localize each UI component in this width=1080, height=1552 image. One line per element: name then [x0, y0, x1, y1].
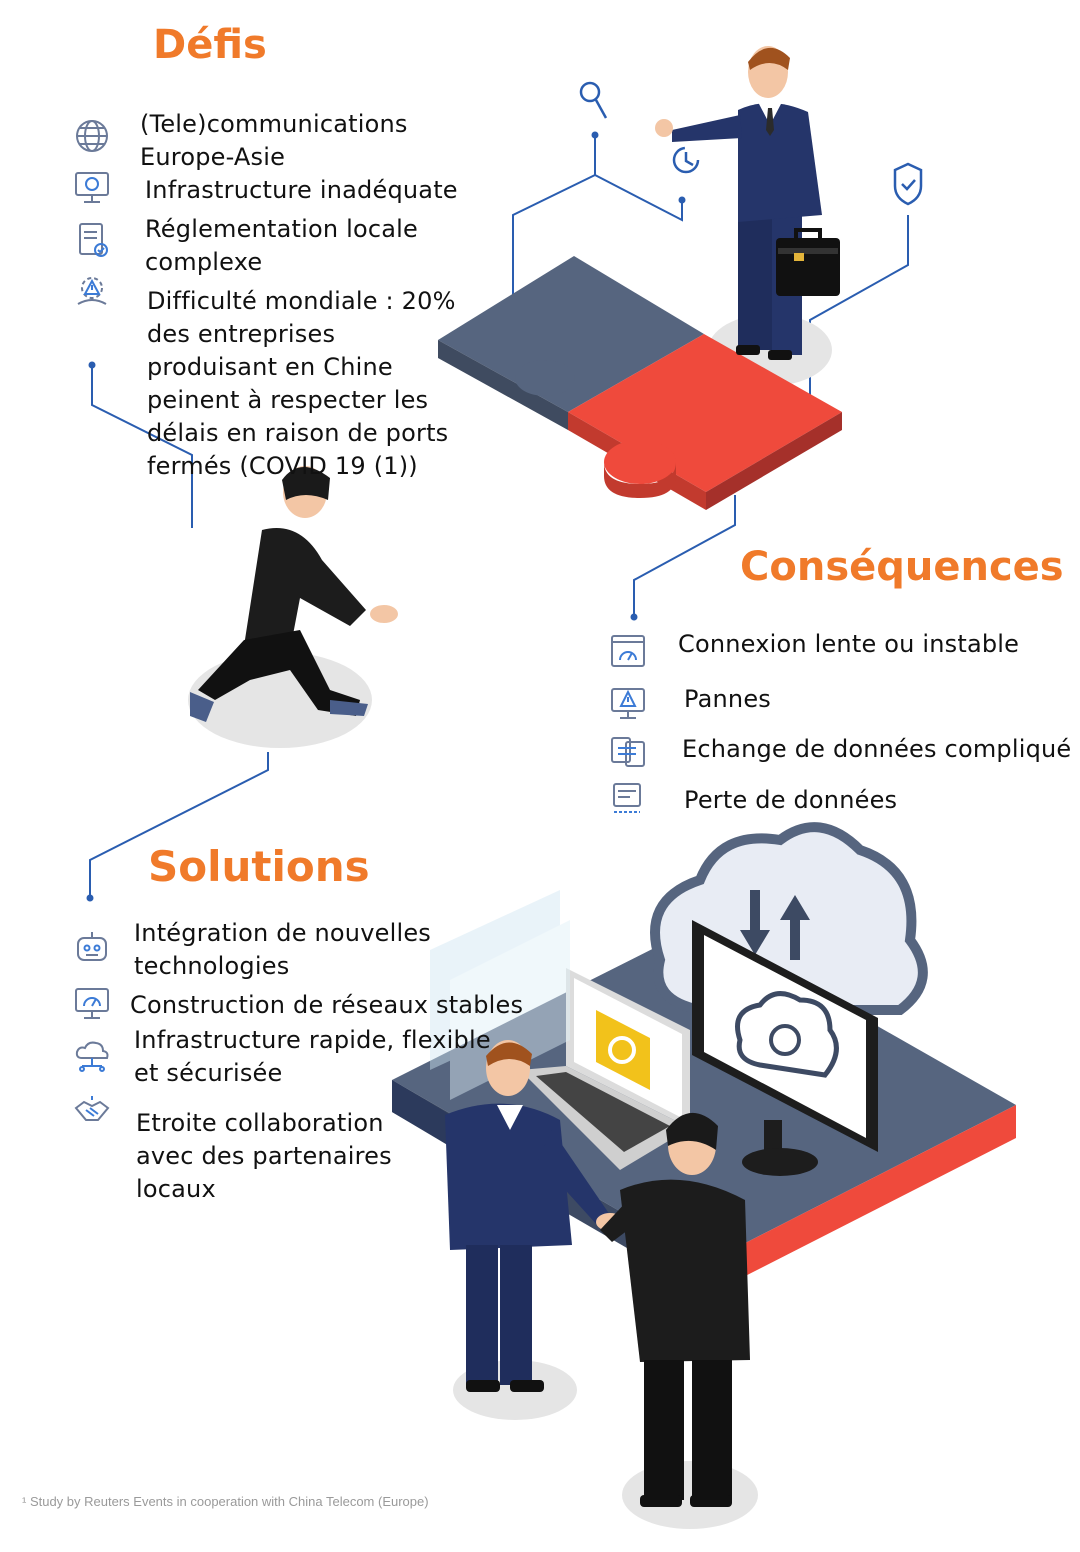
consequences-item-2: Pannes [684, 685, 771, 713]
defis-title: Défis [153, 22, 267, 68]
solutions-item-4: Etroite collaboration avec des partenair… [136, 1109, 392, 1203]
cloud-network-icon [75, 1041, 109, 1072]
businessman-thumbs-up [655, 46, 840, 360]
document-check-icon [79, 223, 108, 257]
data-exchange-icon [611, 737, 645, 767]
monitor-warning-icon [611, 688, 645, 719]
solutions-title: Solutions [148, 842, 370, 891]
solutions-item-2: Construction de réseaux stables [130, 991, 524, 1019]
monitor-globe-icon [75, 172, 109, 203]
consequences-item-4: Perte de données [684, 786, 898, 814]
footnote: ¹ Study by Reuters Events in cooperation… [22, 1494, 429, 1509]
floating-panels [430, 890, 570, 1100]
magnifier-icon [579, 81, 608, 119]
solutions-item-1: Intégration de nouvelles technologies [134, 919, 431, 980]
data-loss-icon [613, 783, 641, 813]
robot-chat-icon [77, 932, 107, 961]
gear-warning-icon [77, 277, 107, 305]
monitor [692, 920, 878, 1176]
speedometer-window-icon [611, 635, 645, 667]
puzzle-pieces [438, 256, 842, 510]
kneeling-man [188, 466, 398, 748]
consequences-item-3: Echange de données compliqué [682, 735, 1072, 763]
solutions-item-3: Infrastructure rapide, flexible et sécur… [134, 1026, 491, 1087]
handshake-icon [74, 1096, 110, 1121]
defis-item-4: Difficulté mondiale : 20% des entreprise… [147, 287, 456, 480]
monitor-gauge-icon [75, 988, 109, 1019]
defis-item-3: Réglementation locale complexe [145, 215, 418, 276]
globe-grid-icon [76, 120, 108, 152]
shield-icon [893, 162, 923, 206]
defis-item-2: Infrastructure inadéquate [145, 176, 458, 204]
consequences-item-1: Connexion lente ou instable [678, 630, 1020, 658]
laptop [520, 968, 690, 1170]
defis-item-1: (Tele)communications Europe-Asie [140, 110, 408, 171]
clock-icon [672, 146, 700, 174]
businessmen-handshake [445, 1040, 758, 1529]
consequences-title: Conséquences [740, 544, 1064, 590]
